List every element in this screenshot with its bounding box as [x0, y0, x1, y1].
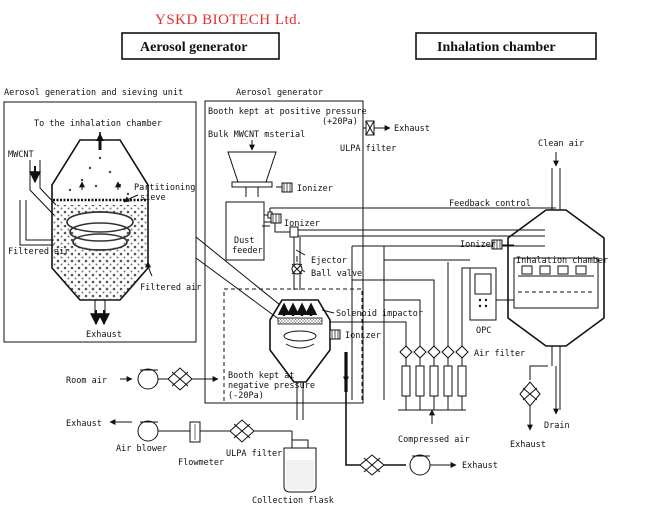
exhaust-blower-line — [109, 419, 293, 443]
filtered-air-right-label: Filtered air — [140, 283, 201, 293]
exhaust-right-label: Exhaust — [510, 440, 546, 450]
drain-label: Drain — [544, 421, 570, 431]
clean-air-label: Clean air — [538, 139, 584, 149]
booth-negative-label-3: (-20Pa) — [228, 391, 264, 401]
opc-label: OPC — [476, 326, 491, 336]
unit-title: Aerosol generation and sieving unit — [4, 88, 183, 98]
bulk-material-label: Bulk MWCNT msterial — [208, 130, 305, 140]
compressed-air-manifold — [330, 262, 470, 424]
ionizer-3-label: Ionizer — [345, 331, 381, 341]
ionizer-1 — [276, 182, 293, 193]
mwcnt-label: MWCNT — [8, 150, 34, 160]
ionizer-2 — [270, 213, 282, 224]
aerosol-generator-title: Aerosol generator — [140, 40, 247, 55]
air-blower-label: Air blower — [116, 444, 167, 454]
flowmeter-label: Flowmeter — [178, 458, 224, 468]
room-air-line — [120, 367, 219, 391]
generator-label: Aerosol generator — [236, 88, 323, 98]
ionizer-2-label: Ionizer — [284, 219, 320, 229]
ejector-label: Ejector — [311, 256, 347, 266]
inhalation-chamber-label: Inhalation chamber — [516, 256, 608, 266]
partition-label: Partitioning — [134, 183, 195, 193]
ionizer-1-label: Ionizer — [297, 184, 333, 194]
ball-valve-label: Ball valve — [311, 269, 362, 279]
dust-feeder-label-2: feeder — [232, 246, 263, 256]
collection-flask — [283, 439, 317, 493]
chamber-exhaust — [519, 365, 561, 431]
solenoid-impactor — [269, 299, 341, 420]
air-filter-bank — [399, 345, 469, 359]
opc-device — [469, 267, 514, 321]
bulk-hopper — [227, 151, 277, 197]
aerosol-generator-title-box: Aerosol generator — [121, 32, 280, 60]
booth-negative-label-2: negative pressure — [228, 381, 315, 391]
filtered-air-left-label: Filtered air — [8, 247, 69, 257]
sieving-vessel — [51, 132, 149, 326]
ionizer-4-label: Ionizer — [460, 240, 496, 250]
inhalation-chamber — [507, 209, 605, 366]
air-filter-label: Air filter — [474, 349, 525, 359]
exhaust-top-label: Exhaust — [394, 124, 430, 134]
company-name: YSKD BIOTECH Ltd. — [155, 12, 301, 28]
bottom-exhaust-line — [343, 352, 457, 476]
exhaust-bottom-label: Exhaust — [462, 461, 498, 471]
inhalation-chamber-title-box: Inhalation chamber — [415, 32, 597, 60]
dust-feeder-label-1: Dust — [234, 236, 254, 246]
ionizer-4 — [491, 239, 514, 250]
solenoid-label: Solenoid impactor — [336, 309, 423, 319]
booth-positive-label: Booth kept at positive pressure — [208, 107, 367, 117]
booth-negative-label-1: Booth kept at — [228, 371, 295, 381]
inhalation-chamber-title: Inhalation chamber — [437, 40, 556, 55]
ulpa-top-label: ULPA filter — [340, 144, 396, 154]
booth-positive-value: (+20Pa) — [322, 117, 358, 127]
to-chamber-label: To the inhalation chamber — [34, 119, 162, 129]
sieve-label: sieve — [140, 193, 166, 203]
mwcnt-inlet — [19, 160, 57, 246]
ball-valve — [291, 250, 303, 290]
feedback-label: Feedback control — [449, 199, 531, 209]
flowmeter-bank — [401, 365, 467, 397]
exhaust-left-label: Exhaust — [66, 419, 102, 429]
sieving-unit-box — [3, 101, 197, 343]
ulpa-bottom-label: ULPA filter — [226, 449, 282, 459]
collection-label: Collection flask — [252, 496, 334, 506]
ejector — [289, 226, 301, 250]
room-air-label: Room air — [66, 376, 107, 386]
compressed-air-label: Compressed air — [398, 435, 470, 445]
exhaust-unit-label: Exhaust — [86, 330, 122, 340]
ulpa-filter-top — [363, 120, 391, 136]
clean-air-inlet — [551, 152, 561, 210]
